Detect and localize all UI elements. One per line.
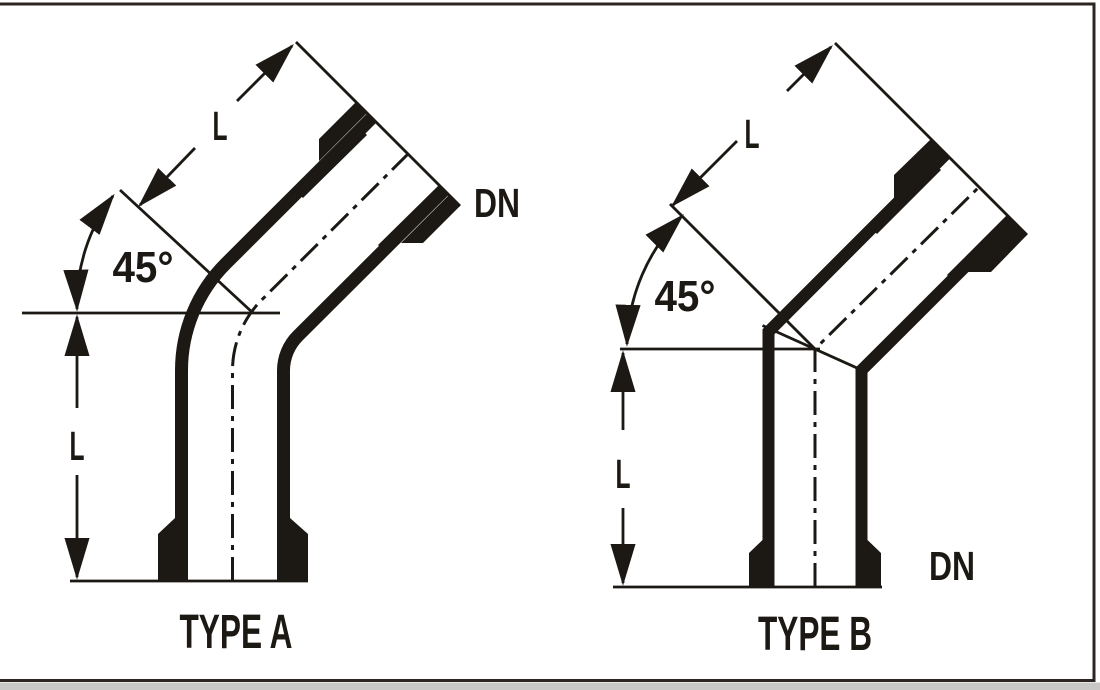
type-b-bore-line-right <box>947 215 1009 277</box>
type-b-miter-seam-line <box>761 324 869 374</box>
type-b-top-socket-left <box>894 139 942 198</box>
type-b-drawing: L 45° L DN TYPE B <box>610 42 1028 661</box>
type-a-drawing: L 45° L DN TYPE A <box>22 41 520 659</box>
type-a-gauge-line <box>119 188 254 315</box>
type-a-centerline <box>231 152 410 581</box>
type-b-left-wall <box>762 149 951 587</box>
type-b-bottom-socket-left <box>749 540 763 587</box>
type-b-vertical-length-label: L <box>616 451 631 497</box>
type-b-axial-length-label: L <box>745 111 760 157</box>
type-a-angle-arc <box>63 193 115 312</box>
type-a-bore-line-right <box>378 185 441 247</box>
type-a-bottom-socket-left <box>158 518 175 581</box>
type-a-caption: TYPE A <box>180 606 293 659</box>
type-b-axial-dim-upper <box>786 45 833 92</box>
type-b-caption: TYPE B <box>758 608 872 661</box>
type-a-vertical-length-label: L <box>70 423 85 469</box>
type-a-top-socket-right <box>401 195 460 243</box>
type-b-bottom-socket-right <box>867 540 881 587</box>
type-a-right-wall <box>277 185 449 581</box>
bottom-strip <box>0 682 1100 690</box>
type-b-bore-line-left <box>875 168 941 234</box>
type-a-end-face-line <box>295 41 461 207</box>
type-b-angle-label: 45° <box>655 272 716 321</box>
type-b-end-face-line <box>834 42 1028 236</box>
type-a-top-socket-left <box>319 102 367 161</box>
type-a-axial-dim-lower <box>138 147 197 208</box>
type-a-diameter-label: DN <box>474 180 520 226</box>
type-b-diameter-label: DN <box>929 543 975 589</box>
type-a-axial-length-label: L <box>213 103 228 149</box>
type-a-axial-dim-upper <box>236 44 294 102</box>
type-b-angle-arc <box>615 214 684 347</box>
type-a-bore-line-left <box>301 133 367 198</box>
type-b-top-socket-right <box>968 224 1027 272</box>
type-b-axial-dim-lower <box>671 140 738 207</box>
type-b-gauge-line <box>669 203 816 350</box>
type-a-angle-label: 45° <box>113 243 174 292</box>
type-a-bottom-socket-right <box>290 518 308 581</box>
